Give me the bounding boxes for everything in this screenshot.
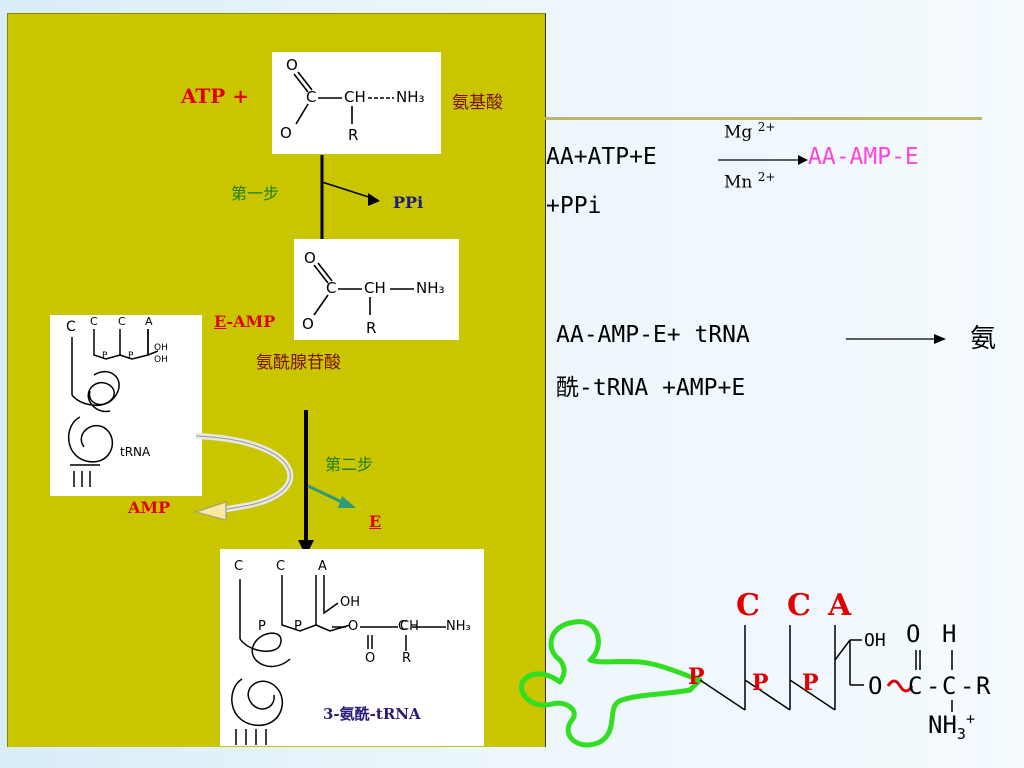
divider-line xyxy=(544,117,982,120)
p2-label: P xyxy=(752,670,769,696)
trna-label: tRNA xyxy=(120,445,151,459)
oxygen-label: O xyxy=(304,249,316,267)
eq1-catalyst-mn: Mn 2+ xyxy=(724,170,776,193)
eq1-left: AA+ATP+E xyxy=(546,144,657,170)
nh3-label: NH₃ xyxy=(446,619,471,634)
aminoacyl-trna-structure xyxy=(231,575,446,745)
eq1-line2: +PPi xyxy=(546,193,602,219)
oxygen-label: O xyxy=(286,56,298,74)
product-label: 3-氨酰-tRNA xyxy=(323,705,421,723)
trna-oh-2: OH xyxy=(154,355,168,365)
ester-o-label: O xyxy=(868,672,883,700)
r-label: R xyxy=(402,651,412,666)
p-label-2: P xyxy=(294,619,302,634)
aminoacyl-adenylate-label: 氨酰腺苷酸 xyxy=(256,353,341,373)
o-label: O xyxy=(302,315,314,333)
trna-c3: C xyxy=(118,315,126,328)
o-label: O xyxy=(348,619,359,634)
cca-a-label: A xyxy=(828,588,852,623)
r-label: R xyxy=(366,319,377,337)
o-minus-label: O xyxy=(280,124,292,142)
e-label: E xyxy=(369,512,382,531)
trna-p1: P xyxy=(102,351,108,361)
step2-label: 第二步 xyxy=(325,455,374,474)
ppi-label: PPi xyxy=(393,193,424,212)
carbonyl-o-label: O xyxy=(906,620,921,648)
nh3-label: NH₃ xyxy=(416,279,445,297)
trna-oh-1: OH xyxy=(154,343,168,353)
trna-p2: P xyxy=(128,351,134,361)
bond-dash-2: - xyxy=(960,672,975,700)
trna-c1: C xyxy=(66,319,76,335)
aminoacyl-adenylate-structure xyxy=(313,262,414,316)
r-label: R xyxy=(348,126,359,144)
bond-dash: - xyxy=(926,672,941,700)
p3-label: P xyxy=(802,670,819,696)
carbon-label: C xyxy=(326,279,337,297)
step1-label: 第一步 xyxy=(231,184,280,203)
eq2-line2: 酰-tRNA +AMP+E xyxy=(556,375,746,401)
e-amp-label: E-AMP xyxy=(214,312,276,331)
alpha-c-label: C xyxy=(942,672,957,700)
amp-label: AMP xyxy=(128,498,171,517)
carbonyl-c-label: C xyxy=(908,672,923,700)
trna-a: A xyxy=(145,315,153,328)
h-label: H xyxy=(942,620,957,648)
eq1-catalyst-mg: Mg 2+ xyxy=(724,120,776,143)
c-label: C xyxy=(398,619,408,634)
cca-c1: C xyxy=(234,559,244,574)
ch-label: CH xyxy=(364,279,386,297)
aminoacyl-trna-structure-box: C C A OH P P O C CH NH₃ O R 3-氨酰-tRNA xyxy=(220,549,484,746)
cca-c1-label: C xyxy=(736,588,760,623)
ch-label: CH xyxy=(344,88,366,106)
ch-label: CH xyxy=(400,619,419,634)
amino-acid-structure-box: O C CH NH₃ O R xyxy=(272,52,441,154)
cca-c2-label: C xyxy=(787,588,811,623)
trna-structure xyxy=(67,329,159,487)
cca-c2: C xyxy=(276,559,286,574)
oh-label: OH xyxy=(864,630,886,651)
amino-acid-structure xyxy=(293,71,394,125)
nh3-label: NH3+ xyxy=(928,710,975,743)
p1-label: P xyxy=(688,664,705,690)
oh-label: OH xyxy=(340,595,361,610)
aminoacyl-adenylate-structure-box: O C CH NH₃ O R xyxy=(294,239,459,340)
trna-c2: C xyxy=(90,315,98,328)
cca-a: A xyxy=(318,559,327,574)
atp-plus-label: ATP + xyxy=(181,84,250,108)
p-label-1: P xyxy=(258,619,266,634)
eq1-right: AA-AMP-E xyxy=(808,144,919,170)
eq2-left: AA-AMP-E+ tRNA xyxy=(556,322,750,348)
nh3-label: NH₃ xyxy=(396,88,425,106)
carbon-label: C xyxy=(306,88,317,106)
amino-acid-label: 氨基酸 xyxy=(452,93,503,113)
r-label: R xyxy=(976,672,991,700)
carbonyl-o-label: O xyxy=(365,651,376,666)
trna-structure-box: C C C A P P OH OH tRNA xyxy=(50,315,202,496)
eq2-right: 氨 xyxy=(970,324,997,354)
